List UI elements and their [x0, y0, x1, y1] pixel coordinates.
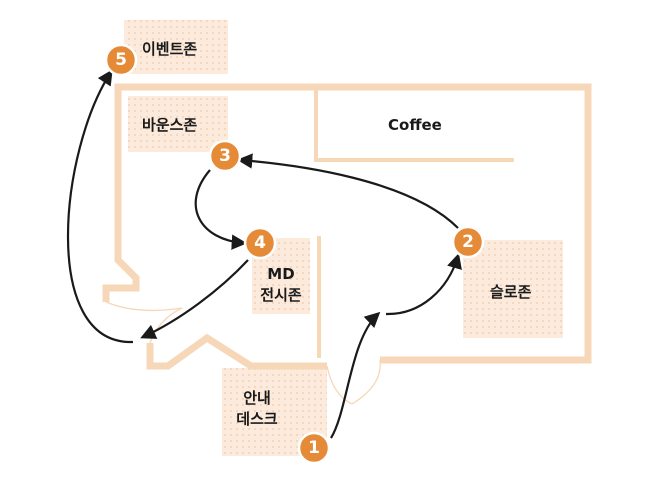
event-zone-area: [124, 20, 228, 74]
marker-3-circle: [208, 139, 242, 173]
marker-5-number: 5: [115, 50, 127, 70]
interior-walls: [314, 89, 514, 358]
marker-3-number: 3: [219, 146, 231, 166]
route-arrow-2-3: [236, 153, 459, 229]
route-arrow-to-5: [66, 69, 134, 344]
route-markers: [104, 43, 485, 465]
event-zone-label: 이벤트존: [142, 40, 198, 58]
coffee-label: Coffee: [388, 116, 442, 134]
marker-5-circle: [104, 43, 138, 77]
marker-2-number: 2: [462, 232, 474, 252]
marker-1-number: 1: [308, 438, 320, 458]
bounce-zone-label: 바운스존: [142, 116, 198, 134]
md-zone-label: MD 전시존: [252, 264, 310, 306]
route-arrow-4-exit: [140, 259, 249, 339]
md-zone-label-line1: MD: [267, 265, 295, 283]
info-desk-label: 안내 데스크: [222, 388, 292, 430]
visitor-route: [66, 69, 462, 439]
marker-4-circle: [243, 226, 277, 260]
slow-zone-area: [463, 240, 563, 338]
route-arrow-3-4: [194, 169, 248, 250]
route-arrow-1-2b: [385, 253, 462, 316]
marker-4-number: 4: [254, 233, 266, 253]
md-zone-label-line2: 전시존: [260, 286, 302, 304]
route-arrow-1-2a: [330, 311, 381, 439]
door-swings: [105, 301, 381, 405]
marker-2-circle: [451, 225, 485, 259]
slow-zone-label: 슬로존: [490, 283, 532, 301]
building-walls: [102, 83, 592, 370]
bounce-zone-area: [128, 96, 228, 152]
info-desk-label-line1: 안내: [243, 389, 271, 407]
marker-1-circle: [297, 431, 331, 465]
info-desk-label-line2: 데스크: [236, 410, 278, 428]
